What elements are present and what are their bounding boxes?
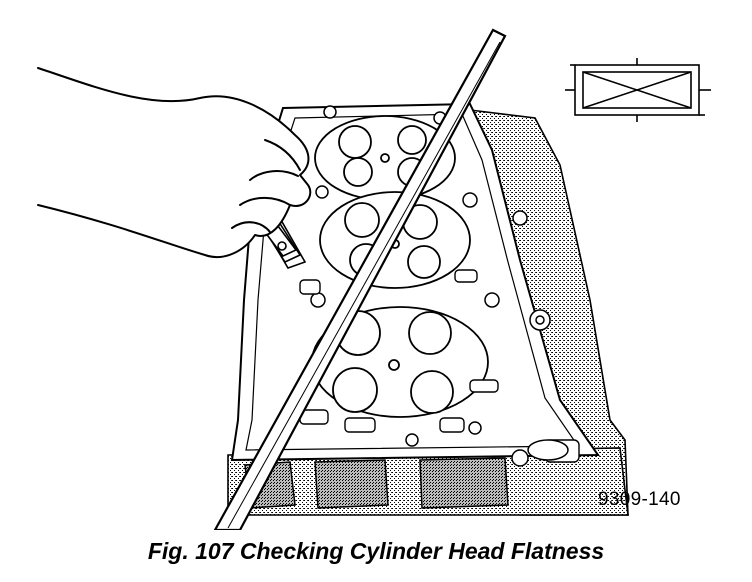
hand: [37, 67, 312, 258]
straight-edge: [213, 28, 507, 530]
side-boss: [512, 210, 569, 461]
rectangle-with-diagonals-icon: [565, 58, 711, 122]
figure-caption: Fig. 107 Checking Cylinder Head Flatness: [147, 538, 605, 564]
combustion-chamber: [311, 306, 489, 418]
cylinder-head-illustration: [37, 28, 711, 530]
figure-part-number: 9309-140: [598, 489, 681, 510]
port-opening: [244, 457, 509, 509]
